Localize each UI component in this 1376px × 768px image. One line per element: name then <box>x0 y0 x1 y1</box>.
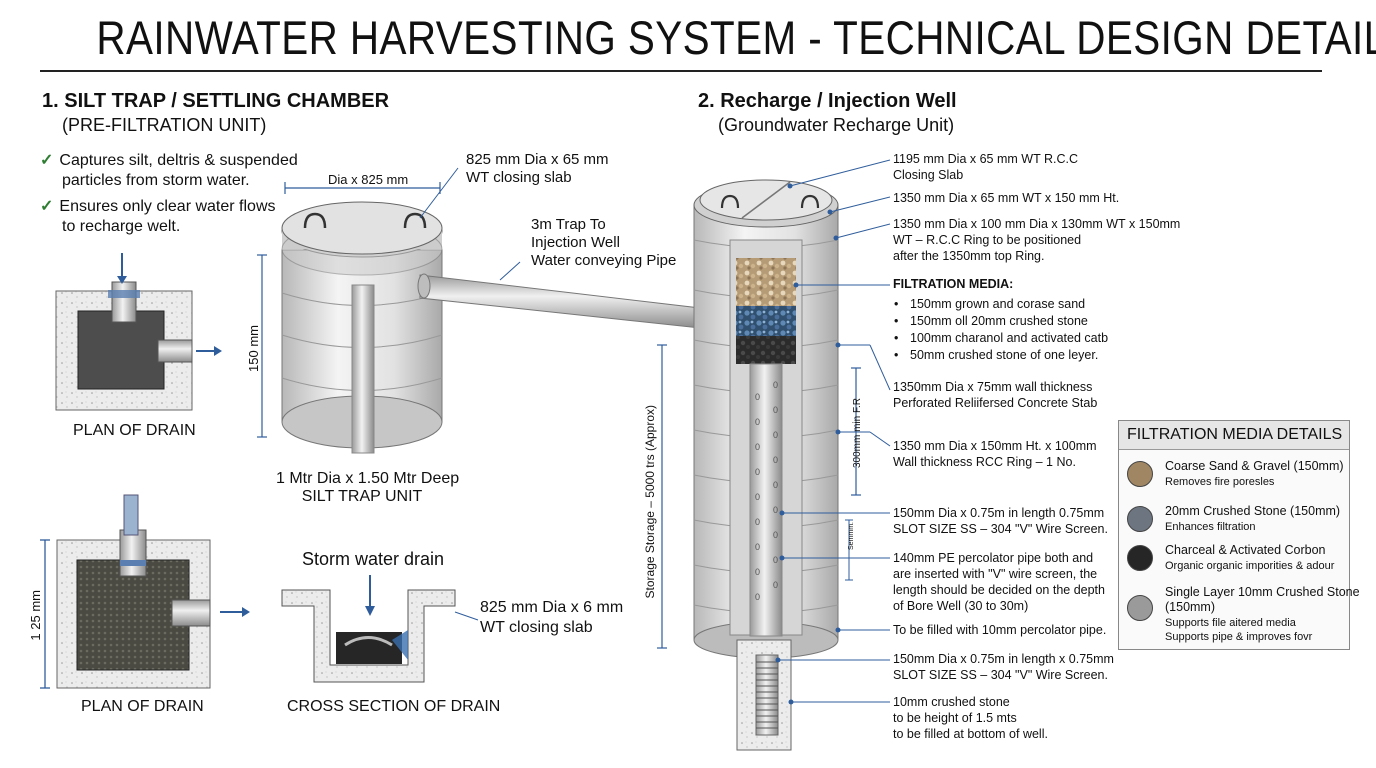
silt-trap-cylinder <box>257 167 459 454</box>
leader-lines <box>778 159 891 703</box>
callout-closing-slab: 1195 mm Dia x 65 mm WT R.C.C Closing Sla… <box>893 152 1078 182</box>
check-icon: ✓ <box>40 152 54 169</box>
media-panel-item: 20mm Crushed Stone (150mm) Enhances filt… <box>1127 504 1347 538</box>
recharge-subheading: (Groundwater Recharge Unit) <box>718 115 955 135</box>
silt-trap-subheading: (PRE-FILTRATION UNIT) <box>62 115 267 135</box>
title-rule <box>40 70 1322 72</box>
pipe-label: 3m Trap To Injection Well Water conveyin… <box>531 216 677 269</box>
storm-drain-label: Storm water drain <box>302 549 445 569</box>
svg-text:0: 0 <box>755 567 760 577</box>
svg-text:0: 0 <box>773 505 778 515</box>
conveying-pipe <box>417 261 701 329</box>
callout-wire-screen-1: 150mm Dia x 0.75m in length 0.75mm SLOT … <box>893 506 1108 536</box>
cross-section-drain <box>281 575 479 683</box>
svg-text:0: 0 <box>755 592 760 602</box>
svg-text:0: 0 <box>755 392 760 402</box>
silt-bullet-2: ✓Ensures only clear water flows to recha… <box>40 198 276 235</box>
callout-rcc-ring-one: 1350 mm Dia x 150mm Ht. x 100mm Wall thi… <box>893 439 1097 469</box>
svg-text:0: 0 <box>755 417 760 427</box>
plan-drain-top-label: PLAN OF DRAIN <box>73 422 196 439</box>
media-panel-item: Coarse Sand & Gravel (150mm) Removes fir… <box>1127 459 1347 493</box>
callout-fill: To be filled with 10mm percolator pipe. <box>893 623 1107 637</box>
plan-drain-bottom <box>40 494 250 689</box>
silt-slab-label: 825 mm Dia x 65 mm WT closing slab <box>466 151 609 186</box>
media-panel-item: Single Layer 10mm Crushed Stone (150mm) … <box>1127 585 1360 645</box>
media-list: 150mm grown and corase sand 150mm oll 20… <box>890 296 1108 364</box>
svg-text:0: 0 <box>773 405 778 415</box>
drain-slab-label: 825 mm Dia x 6 mm WT closing slab <box>480 599 624 636</box>
svg-text:0: 0 <box>773 380 778 390</box>
silt-unit-label: 1 Mtr Dia x 1.50 Mtr Deep SILT TRAP UNIT <box>276 470 460 505</box>
check-icon: ✓ <box>40 198 54 215</box>
svg-text:0: 0 <box>755 442 760 452</box>
plan-dim-label: 1 25 mm <box>28 590 43 641</box>
media-title: FILTRATION MEDIA: <box>893 277 1014 291</box>
sand-gravel-swatch <box>1127 461 1153 487</box>
media-item: 100mm charanol and activated catb <box>894 330 1108 347</box>
svg-text:0: 0 <box>773 480 778 490</box>
dim-small-label: Semmm. <box>848 522 855 550</box>
storage-label: Storage Storage – 5000 trs (Approx) <box>643 405 657 599</box>
cross-section-label: CROSS SECTION OF DRAIN <box>287 698 501 715</box>
media-panel-item: Charceal & Activated Corbon Organic orga… <box>1127 543 1347 577</box>
silt-height-label: 150 mm <box>246 325 261 372</box>
silt-bullet-1: ✓Captures silt, deltris & suspended part… <box>40 152 298 189</box>
svg-text:0: 0 <box>773 530 778 540</box>
callout-perforated-slab: 1350mm Dia x 75mm wall thickness Perfora… <box>893 380 1098 410</box>
media-item: 50mm crushed stone of one leyer. <box>894 347 1108 364</box>
svg-text:0: 0 <box>773 430 778 440</box>
svg-text:0: 0 <box>755 542 760 552</box>
callout-rcc-ring: 1350 mm Dia x 100 mm Dia x 130mm WT x 15… <box>893 217 1181 263</box>
charcoal-swatch <box>1127 545 1153 571</box>
svg-text:0: 0 <box>773 555 778 565</box>
leader-dots <box>775 183 841 705</box>
recharge-well: 0 0 0 0 0 0 0 0 0 0 0 0 0 0 0 0 0 0 <box>657 179 861 751</box>
callout-pe-pipe: 140mm PE percolator pipe both and are in… <box>893 551 1105 613</box>
crushed-stone-swatch <box>1127 506 1153 532</box>
media-panel-title: FILTRATION MEDIA DETAILS <box>1119 421 1349 450</box>
silt-trap-heading: 1. SILT TRAP / SETTLING CHAMBER <box>42 90 390 112</box>
silt-dia-label: Dia x 825 mm <box>328 172 409 187</box>
plan-drain-bottom-label: PLAN OF DRAIN <box>81 698 204 715</box>
callout-wire-screen-2: 150mm Dia x 0.75m in length x 0.75mm SLO… <box>893 652 1114 682</box>
plan-drain-top <box>55 253 222 411</box>
callout-crushed-stone: 10mm crushed stone to be height of 1.5 m… <box>893 695 1048 741</box>
svg-text:0: 0 <box>755 492 760 502</box>
svg-text:0: 0 <box>755 517 760 527</box>
svg-text:0: 0 <box>755 467 760 477</box>
single-layer-swatch <box>1127 595 1153 621</box>
media-details-panel: FILTRATION MEDIA DETAILS Coarse Sand & G… <box>1118 420 1360 650</box>
svg-text:0: 0 <box>773 580 778 590</box>
callout-top-ring: 1350 mm Dia x 65 mm WT x 150 mm Ht. <box>893 191 1120 205</box>
svg-text:0: 0 <box>773 455 778 465</box>
page-title: RAINWATER HARVESTING SYSTEM - TECHNICAL … <box>96 11 1376 64</box>
recharge-heading: 2. Recharge / Injection Well <box>698 90 957 112</box>
media-item: 150mm grown and corase sand <box>894 296 1108 313</box>
dim-300-label: 300mm min F.R <box>852 398 863 469</box>
media-item: 150mm oll 20mm crushed stone <box>894 313 1108 330</box>
